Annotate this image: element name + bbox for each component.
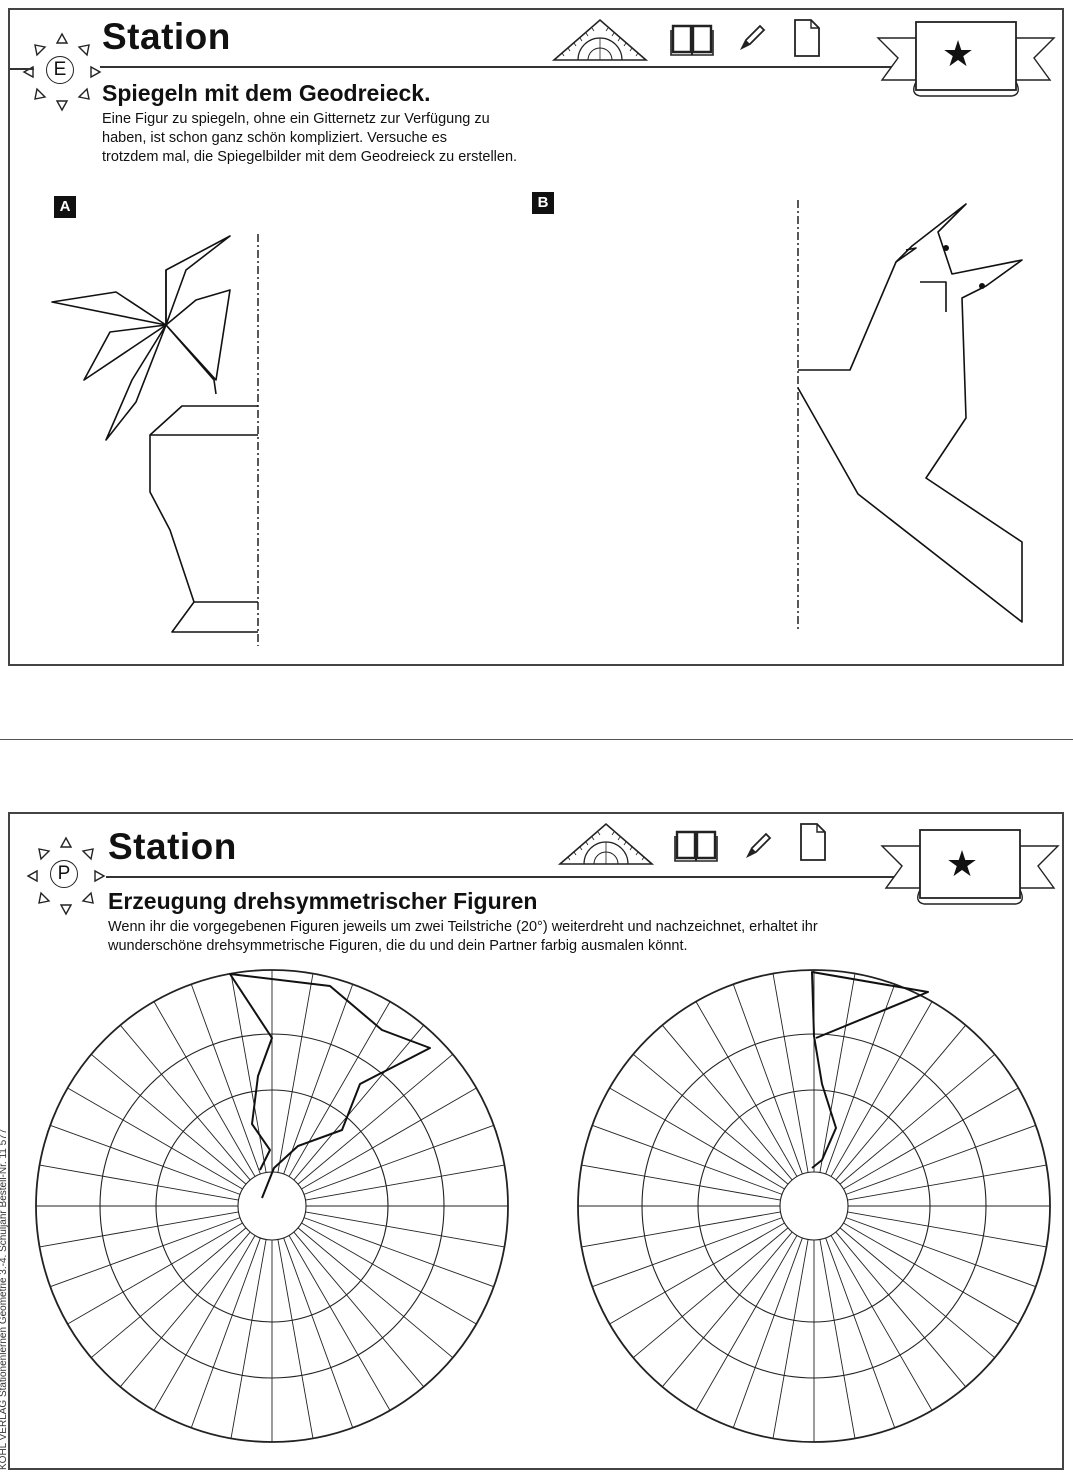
page-icon <box>792 18 822 58</box>
station-card-p: P Station <box>8 812 1064 1470</box>
description-line: Eine Figur zu spiegeln, ohne ein Gittern… <box>102 111 490 127</box>
pencil-icon <box>738 24 766 52</box>
mirror-figure-b <box>786 190 1036 630</box>
header-rule <box>106 876 906 878</box>
polar-grid-left <box>30 964 514 1448</box>
cut-line <box>0 739 1073 740</box>
pencil-icon <box>744 832 772 860</box>
star-icon: ★ <box>945 843 979 884</box>
station-title: Station <box>108 826 237 867</box>
side-credit: KOHL VERLAG Stationenlernen Geometrie 3.… <box>0 1128 9 1470</box>
task-label-b: B <box>532 192 554 214</box>
task-label-a: A <box>54 196 76 218</box>
station-letter-badge: E <box>46 56 74 84</box>
polar-grid-right <box>572 964 1056 1448</box>
star-icon: ★ <box>941 33 975 74</box>
station-subtitle: Erzeugung drehsymmetrischer Figuren <box>108 888 538 914</box>
station-description: Wenn ihr die vorgegebenen Figuren jeweil… <box>108 918 818 956</box>
header-rule-left <box>10 68 34 70</box>
description-line: Wenn ihr die vorgegebenen Figuren jeweil… <box>108 919 818 935</box>
description-line: trotzdem mal, die Spiegelbilder mit dem … <box>102 149 518 165</box>
geodreieck-icon <box>556 820 656 868</box>
station-subtitle: Spiegeln mit dem Geodreieck. <box>102 80 431 106</box>
star-ribbon-icon <box>876 16 1056 100</box>
sun-icon <box>26 836 106 916</box>
header-rule <box>100 66 900 68</box>
book-icon <box>670 22 714 56</box>
geodreieck-icon <box>550 16 650 64</box>
description-line: haben, ist schon ganz schön kompliziert.… <box>102 130 447 146</box>
station-card-e: E Station <box>8 8 1064 666</box>
station-letter-badge: P <box>50 860 78 888</box>
station-description: Eine Figur zu spiegeln, ohne ein Gittern… <box>102 110 517 167</box>
station-title: Station <box>102 16 231 57</box>
star-ribbon-icon <box>880 824 1060 908</box>
mirror-figure-a <box>46 230 276 650</box>
description-line: wunderschöne drehsymmetrische Figuren, d… <box>108 938 688 954</box>
book-icon <box>674 828 718 862</box>
page-icon <box>798 822 828 862</box>
